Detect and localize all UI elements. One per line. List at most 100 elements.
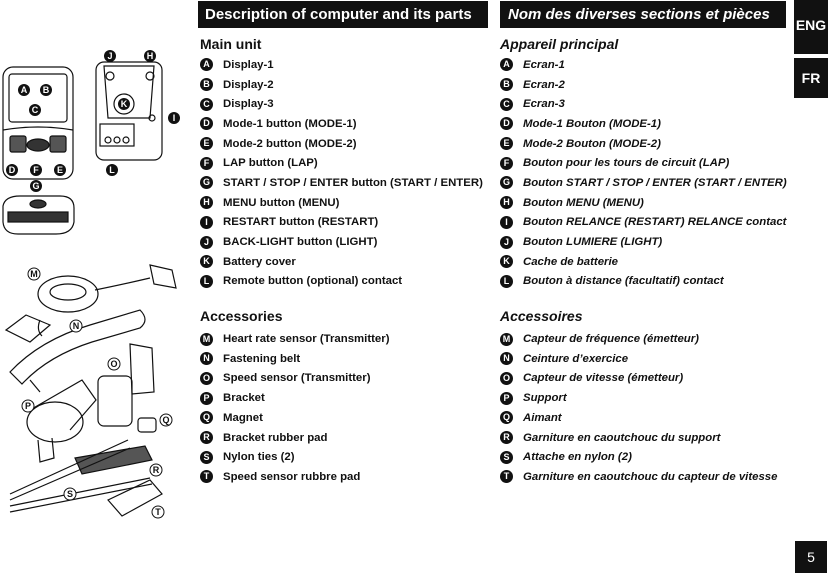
letter-badge: K xyxy=(200,255,213,269)
item-text: Bouton MENU (MENU) xyxy=(523,196,644,209)
callout-A: A xyxy=(21,85,28,95)
item-text: Cache de batterie xyxy=(523,255,618,268)
item-text: Heart rate sensor (Transmitter) xyxy=(223,333,390,346)
letter-badge: G xyxy=(200,176,213,190)
letter-badge: O xyxy=(500,371,513,385)
tab-fr[interactable]: FR xyxy=(794,58,828,98)
fastening-belt-drawing xyxy=(9,309,146,393)
item-text: Bouton START / STOP / ENTER (START / ENT… xyxy=(523,176,787,189)
item-text: Nylon ties (2) xyxy=(223,451,295,464)
item-text: Bouton RELANCE (RESTART) RELANCE contact xyxy=(523,216,787,229)
item-text: Speed sensor (Transmitter) xyxy=(223,372,371,385)
list-item: I Bouton RELANCE (RESTART) RELANCE contac… xyxy=(500,213,792,233)
callout-Q: Q xyxy=(162,415,169,425)
letter-badge: D xyxy=(500,117,513,131)
header-english: Description of computer and its parts xyxy=(198,1,488,28)
header-french: Nom des diverses sections et pièces xyxy=(500,1,786,28)
item-text: Remote button (optional) contact xyxy=(223,275,403,288)
letter-badge: P xyxy=(500,391,513,405)
letter-badge: J xyxy=(200,235,213,249)
item-text: LAP button (LAP) xyxy=(223,157,318,170)
nylon-ties-drawing xyxy=(9,439,153,513)
item-text: Display-1 xyxy=(223,58,274,71)
item-text: Fastening belt xyxy=(223,352,301,365)
callout-O: O xyxy=(110,359,117,369)
callout-E: E xyxy=(57,165,63,175)
list-item: N Fastening belt xyxy=(200,349,492,369)
item-text: Mode-1 button (MODE-1) xyxy=(223,117,357,130)
letter-badge: P xyxy=(200,391,213,405)
letter-badge: J xyxy=(500,235,513,249)
letter-badge: I xyxy=(500,215,513,229)
magnet-drawing xyxy=(137,417,157,433)
callout-C: C xyxy=(32,105,39,115)
item-text: Ceinture d’exercice xyxy=(523,352,629,365)
accessories-title: Accessoires xyxy=(500,308,583,325)
letter-badge: R xyxy=(200,431,213,445)
letter-badge: N xyxy=(200,352,213,366)
letter-badge: C xyxy=(500,97,513,111)
letter-badge: M xyxy=(500,332,513,346)
main-unit-title: Main unit xyxy=(200,36,262,52)
list-item: Q Aimant xyxy=(500,408,792,428)
page-number: 5 xyxy=(795,541,827,573)
item-text: Attache en nylon (2) xyxy=(523,451,632,464)
accessories-title: Accessories xyxy=(200,308,283,325)
item-text: Mode-2 Bouton (MODE-2) xyxy=(523,137,661,150)
letter-badge: A xyxy=(200,58,213,72)
item-text: Display-2 xyxy=(223,78,274,91)
main-unit-back-drawing xyxy=(95,61,163,161)
list-item: A Ecran-1 xyxy=(500,55,792,75)
list-item: N Ceinture d’exercice xyxy=(500,349,792,369)
bracket-rubber-pad-drawing xyxy=(74,445,153,475)
tab-eng[interactable]: ENG xyxy=(794,0,828,54)
letter-badge: A xyxy=(500,58,513,72)
callout-L: L xyxy=(109,165,115,175)
letter-badge: Q xyxy=(500,411,513,425)
letter-badge: C xyxy=(200,97,213,111)
letter-badge: Q xyxy=(200,411,213,425)
letter-badge: N xyxy=(500,352,513,366)
callout-N: N xyxy=(73,321,80,331)
list-item: A Display-1 xyxy=(200,55,492,75)
speed-sensor-rubber-pad-drawing xyxy=(107,479,163,517)
item-text: Aimant xyxy=(523,411,562,424)
speed-sensor-drawing xyxy=(97,343,155,427)
callout-G: G xyxy=(32,181,39,191)
item-text: Ecran-1 xyxy=(523,58,565,71)
callout-R: R xyxy=(153,465,160,475)
letter-badge: T xyxy=(500,470,513,484)
callout-I: I xyxy=(173,113,176,123)
letter-badge: T xyxy=(200,470,213,484)
bracket-drawing xyxy=(26,379,97,463)
letter-badge: L xyxy=(500,274,513,288)
callout-J: J xyxy=(107,51,112,61)
item-text: Bouton pour les tours de circuit (LAP) xyxy=(523,157,730,170)
